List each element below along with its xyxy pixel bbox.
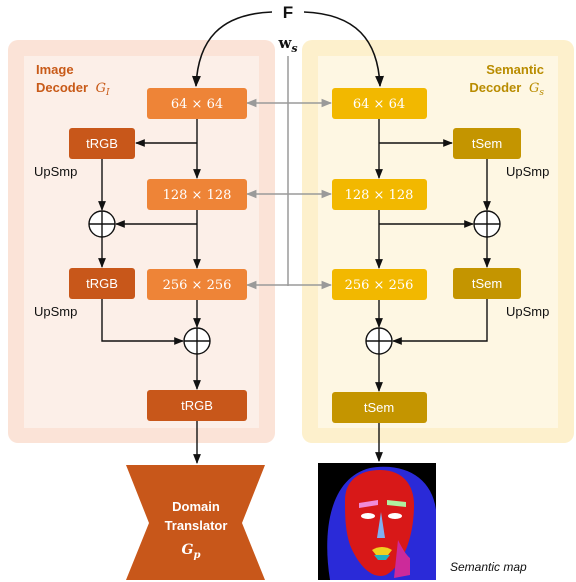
- tsem-label-final: tSem: [364, 400, 394, 415]
- image-upsample-label-1: UpSmp: [34, 164, 77, 179]
- semantic-res-label-64: 64 × 64: [353, 97, 405, 112]
- image-decoder-symbol-sub: I: [105, 88, 110, 98]
- image-add-node-2: [183, 327, 211, 355]
- image-add-node-1: [88, 210, 116, 238]
- semantic-res-label-128: 128 × 128: [345, 188, 414, 203]
- semantic-decoder-title-line1: Semantic: [486, 62, 544, 77]
- style-code-sub: s: [291, 42, 297, 55]
- semantic-decoder-symbol: G: [529, 81, 539, 96]
- domain-translator-sub: p: [193, 550, 200, 561]
- semantic-upsample-label-2: UpSmp: [506, 304, 549, 319]
- semantic-decoder-word: Decoder: [469, 80, 521, 95]
- image-upsample-label-2: UpSmp: [34, 304, 77, 319]
- image-res-block-256: [147, 269, 247, 300]
- image-arrow-trgb2-to-add: [101, 299, 184, 345]
- style-code-w: w: [277, 34, 292, 52]
- image-res-block-128: [147, 179, 247, 210]
- tsem-block-1: [453, 128, 521, 159]
- semantic-decoder-title-line2: Decoder Gs: [469, 80, 544, 98]
- semantic-res-block-128: [332, 179, 427, 210]
- f-curve-right: [303, 11, 385, 88]
- image-decoder-title-line2: Decoder GI: [36, 80, 110, 98]
- tsem-label-2: tSem: [472, 276, 502, 291]
- semantic-res-block-256: [332, 269, 427, 300]
- semantic-res-label-256: 256 × 256: [345, 278, 414, 293]
- trgb-label-1: tRGB: [86, 136, 118, 151]
- image-res-block-64: [147, 88, 247, 119]
- semantic-add-node-1: [473, 210, 501, 238]
- trgb-label-2: tRGB: [86, 276, 118, 291]
- domain-translator-symbol: Gp: [182, 542, 201, 561]
- trgb-block-2: [69, 268, 135, 299]
- f-curve-left: [191, 11, 273, 88]
- style-code-label: ws: [277, 34, 297, 55]
- tsem-label-1: tSem: [472, 136, 502, 151]
- image-decoder-title-line1: Image: [36, 62, 74, 77]
- image-decoder-symbol: G: [96, 81, 106, 96]
- tsem-block-final: [332, 392, 427, 423]
- image-res-label-64: 64 × 64: [171, 97, 223, 112]
- domain-translator-shape: [126, 465, 265, 580]
- image-res-label-256: 256 × 256: [163, 278, 232, 293]
- trgb-label-final: tRGB: [181, 398, 213, 413]
- semantic-res-block-64: [332, 88, 427, 119]
- semantic-decoder-symbol-sub: s: [539, 88, 544, 98]
- semantic-add-node-2: [365, 327, 393, 355]
- domain-translator-line1: Domain: [172, 499, 220, 514]
- image-res-label-128: 128 × 128: [163, 188, 232, 203]
- semantic-map-image: [318, 463, 436, 580]
- domain-translator-line2: Translator: [165, 518, 228, 533]
- trgb-block-1: [69, 128, 135, 159]
- semantic-upsample-label-1: UpSmp: [506, 164, 549, 179]
- semantic-map-caption: Semantic map: [450, 560, 527, 574]
- domain-translator-g: G: [182, 542, 194, 558]
- trgb-block-final: [147, 390, 247, 421]
- tsem-block-2: [453, 268, 521, 299]
- semantic-arrow-tsem2-to-add: [392, 299, 488, 345]
- input-f-label: F: [283, 3, 293, 22]
- image-decoder-word: Decoder: [36, 80, 88, 95]
